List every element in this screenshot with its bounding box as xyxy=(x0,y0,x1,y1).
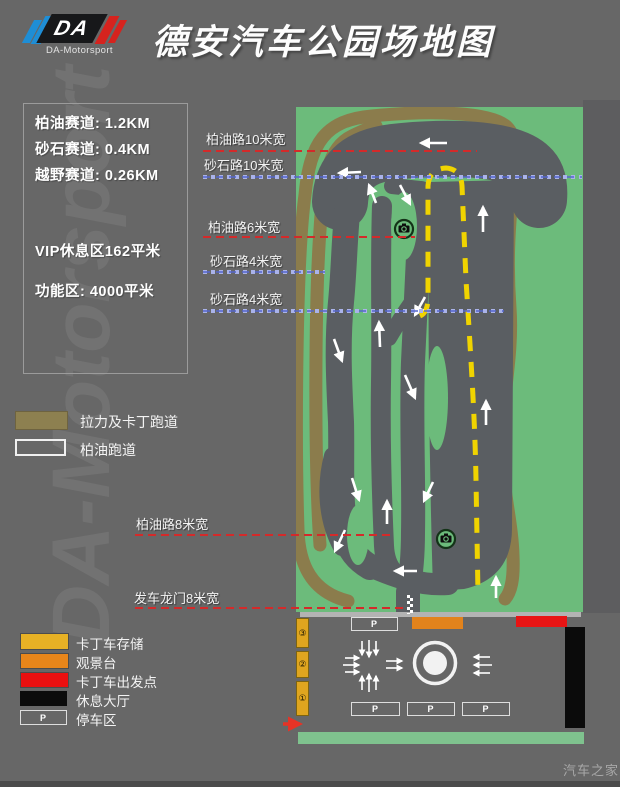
road-width-label: 柏油路6米宽 xyxy=(208,220,281,235)
road-width-label: 柏油路8米宽 xyxy=(136,517,209,532)
logo-subtitle: DA-Motorsport xyxy=(46,45,113,56)
viewing-platform-swatch xyxy=(20,653,69,669)
page-title: 德安汽车公园场地图 xyxy=(152,23,495,62)
width-callout-lines xyxy=(135,150,582,609)
rally-track-swatch xyxy=(15,411,68,430)
parking-box: P xyxy=(351,702,400,716)
direction-arrows xyxy=(332,137,502,598)
legend-label: 休息大厅 xyxy=(76,694,130,709)
legend-label: 拉力及卡丁跑道 xyxy=(80,414,178,430)
legend-label: 卡丁车出发点 xyxy=(76,675,157,690)
info-line: 砂石赛道: 0.4KM xyxy=(35,142,151,158)
camera-icon xyxy=(435,528,457,550)
camera-icon xyxy=(393,218,415,240)
kart-start-swatch xyxy=(20,672,69,688)
info-line: 功能区: 4000平米 xyxy=(35,284,155,300)
logo-da-text: DA xyxy=(51,16,93,40)
legend-label: 柏油跑道 xyxy=(80,442,136,458)
asphalt-track-swatch xyxy=(15,439,66,456)
parking-box: P xyxy=(407,702,455,716)
parking-swatch: P xyxy=(20,710,67,725)
kart-route-dashed-line xyxy=(418,165,481,595)
info-line: 越野赛道: 0.26KM xyxy=(35,168,159,184)
bottom-dark-strip xyxy=(0,781,620,787)
gravel-width-lines xyxy=(203,175,582,313)
legend-label: 停车区 xyxy=(76,713,117,728)
legend-label: 卡丁车存储 xyxy=(76,637,144,652)
green-strip xyxy=(298,732,584,744)
asphalt-track xyxy=(312,120,568,612)
road-width-label: 发车龙门8米宽 xyxy=(134,591,220,606)
rest-hall-swatch xyxy=(20,691,67,706)
road-width-label: 柏油路10米宽 xyxy=(206,132,286,147)
map-right-shadow xyxy=(583,100,620,613)
rest-hall-box xyxy=(565,627,585,728)
legend-label: 观景台 xyxy=(76,656,117,671)
track-info-box: 柏油赛道: 1.2KM 砂石赛道: 0.4KM 越野赛道: 0.26KM VIP… xyxy=(23,103,188,374)
autohome-watermark: 汽车之家 xyxy=(563,763,620,778)
intersection-arrows xyxy=(343,640,492,692)
parking-box: P xyxy=(462,702,510,716)
kart-storage-swatch xyxy=(20,633,69,650)
road-width-label: 砂石路4米宽 xyxy=(210,292,283,307)
checkered-line-icon xyxy=(407,595,413,614)
kart-zone-1: ① xyxy=(296,681,309,716)
info-line: 柏油赛道: 1.2KM xyxy=(35,116,151,132)
parking-box: P xyxy=(351,617,398,631)
roundabout xyxy=(412,640,458,686)
pit-road-bar xyxy=(300,612,581,617)
kart-zone-3: ③ xyxy=(296,618,309,648)
kart-start-box xyxy=(516,616,567,627)
asphalt-width-lines xyxy=(135,150,477,609)
road-width-label: 砂石路10米宽 xyxy=(204,158,284,173)
kart-zone-2: ② xyxy=(296,651,309,678)
viewing-platform-box xyxy=(412,617,463,629)
road-width-label: 砂石路4米宽 xyxy=(210,254,283,269)
info-line: VIP休息区162平米 xyxy=(35,244,161,260)
